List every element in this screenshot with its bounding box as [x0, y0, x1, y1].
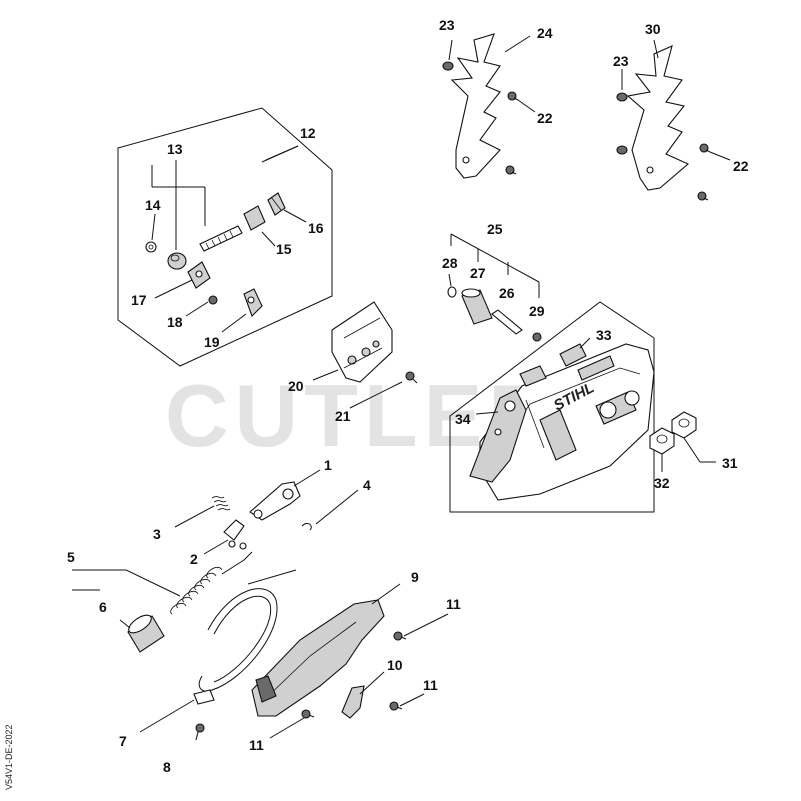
- label-3: 3: [153, 526, 161, 542]
- drawing-code: V54V1-DE-2022: [4, 724, 14, 790]
- label-33: 33: [596, 327, 612, 343]
- part-13-15-bracket: [151, 160, 206, 250]
- label-21: 21: [335, 408, 351, 424]
- part-23-nuts-right: [616, 92, 628, 155]
- part-24-bumper-spike: [450, 33, 501, 179]
- part-31-sprocket-cover: STIHL: [479, 343, 655, 501]
- label-23b: 23: [613, 53, 629, 69]
- label-10: 10: [387, 657, 403, 673]
- label-31: 31: [722, 455, 738, 471]
- label-8: 8: [163, 759, 171, 775]
- part-23-nut-left: [442, 61, 454, 71]
- label-1: 1: [324, 457, 332, 473]
- part-8-screw: [195, 723, 205, 741]
- part-14-washer: [145, 241, 157, 253]
- label-11b: 11: [423, 677, 438, 693]
- label-24: 24: [537, 25, 553, 41]
- part-6-sleeve: [127, 614, 165, 653]
- part-15-adjusting-screw: [199, 205, 266, 252]
- part-1-bell-crank: [249, 481, 301, 521]
- part-22-screws-left: [505, 91, 519, 175]
- part-3-spring: [211, 496, 231, 511]
- leader-lines: [72, 35, 731, 739]
- label-12: 12: [300, 125, 316, 141]
- label-27: 27: [470, 265, 486, 281]
- label-14: 14: [145, 197, 161, 213]
- label-4: 4: [363, 477, 371, 493]
- part-brake-band: [198, 569, 297, 692]
- group-25-bracket: [450, 233, 540, 298]
- part-5-brake-spring: [170, 551, 253, 615]
- label-25: 25: [487, 221, 503, 237]
- label-16: 16: [308, 220, 324, 236]
- label-32: 32: [654, 475, 670, 491]
- part-11-screws: [301, 631, 407, 719]
- label-28: 28: [442, 255, 458, 271]
- part-20-side-plate: [331, 301, 393, 383]
- label-9: 9: [411, 569, 419, 585]
- label-22b: 22: [733, 158, 749, 174]
- part-16-clip: [267, 192, 286, 216]
- part-30-bumper-spike: [626, 45, 690, 191]
- label-13: 13: [167, 141, 183, 157]
- label-5: 5: [67, 549, 75, 565]
- part-21-screw: [405, 371, 418, 384]
- label-19: 19: [204, 334, 220, 350]
- part-2-lever: [223, 519, 247, 550]
- part-17-slider: [187, 261, 211, 289]
- callout-labels: 1 2 3 4 5 6 7 8 9 10 11 11 11 12 13 14 1…: [67, 17, 749, 775]
- part-18-screw: [208, 295, 218, 305]
- part-13-nut: [167, 252, 187, 270]
- label-2: 2: [190, 551, 198, 567]
- label-18: 18: [167, 314, 183, 330]
- label-30: 30: [645, 21, 661, 37]
- label-15: 15: [276, 241, 292, 257]
- part-33-catcher: [519, 343, 587, 387]
- part-19-plate: [243, 288, 263, 317]
- label-20: 20: [288, 378, 304, 394]
- part-7-clip: [193, 689, 215, 705]
- label-17: 17: [131, 292, 147, 308]
- part-4-clip: [301, 523, 312, 531]
- label-11a: 11: [446, 596, 461, 612]
- label-34: 34: [455, 411, 471, 427]
- part-26-pin: [491, 309, 523, 335]
- label-6: 6: [99, 599, 107, 615]
- part-28-washer: [447, 286, 457, 298]
- label-11c: 11: [249, 737, 264, 753]
- part-34-guide: [469, 389, 527, 483]
- group-31-outline: [449, 301, 655, 513]
- label-7: 7: [119, 733, 127, 749]
- part-32-nuts: [649, 411, 697, 455]
- label-23a: 23: [439, 17, 455, 33]
- part-10-block: [341, 685, 365, 719]
- part-27-sleeve: [461, 288, 493, 325]
- label-22a: 22: [537, 110, 553, 126]
- label-26: 26: [499, 285, 515, 301]
- part-9-hand-guard: [251, 599, 385, 717]
- part-22-screws-right: [697, 143, 711, 201]
- part-29-nut: [532, 332, 542, 342]
- label-29: 29: [529, 303, 545, 319]
